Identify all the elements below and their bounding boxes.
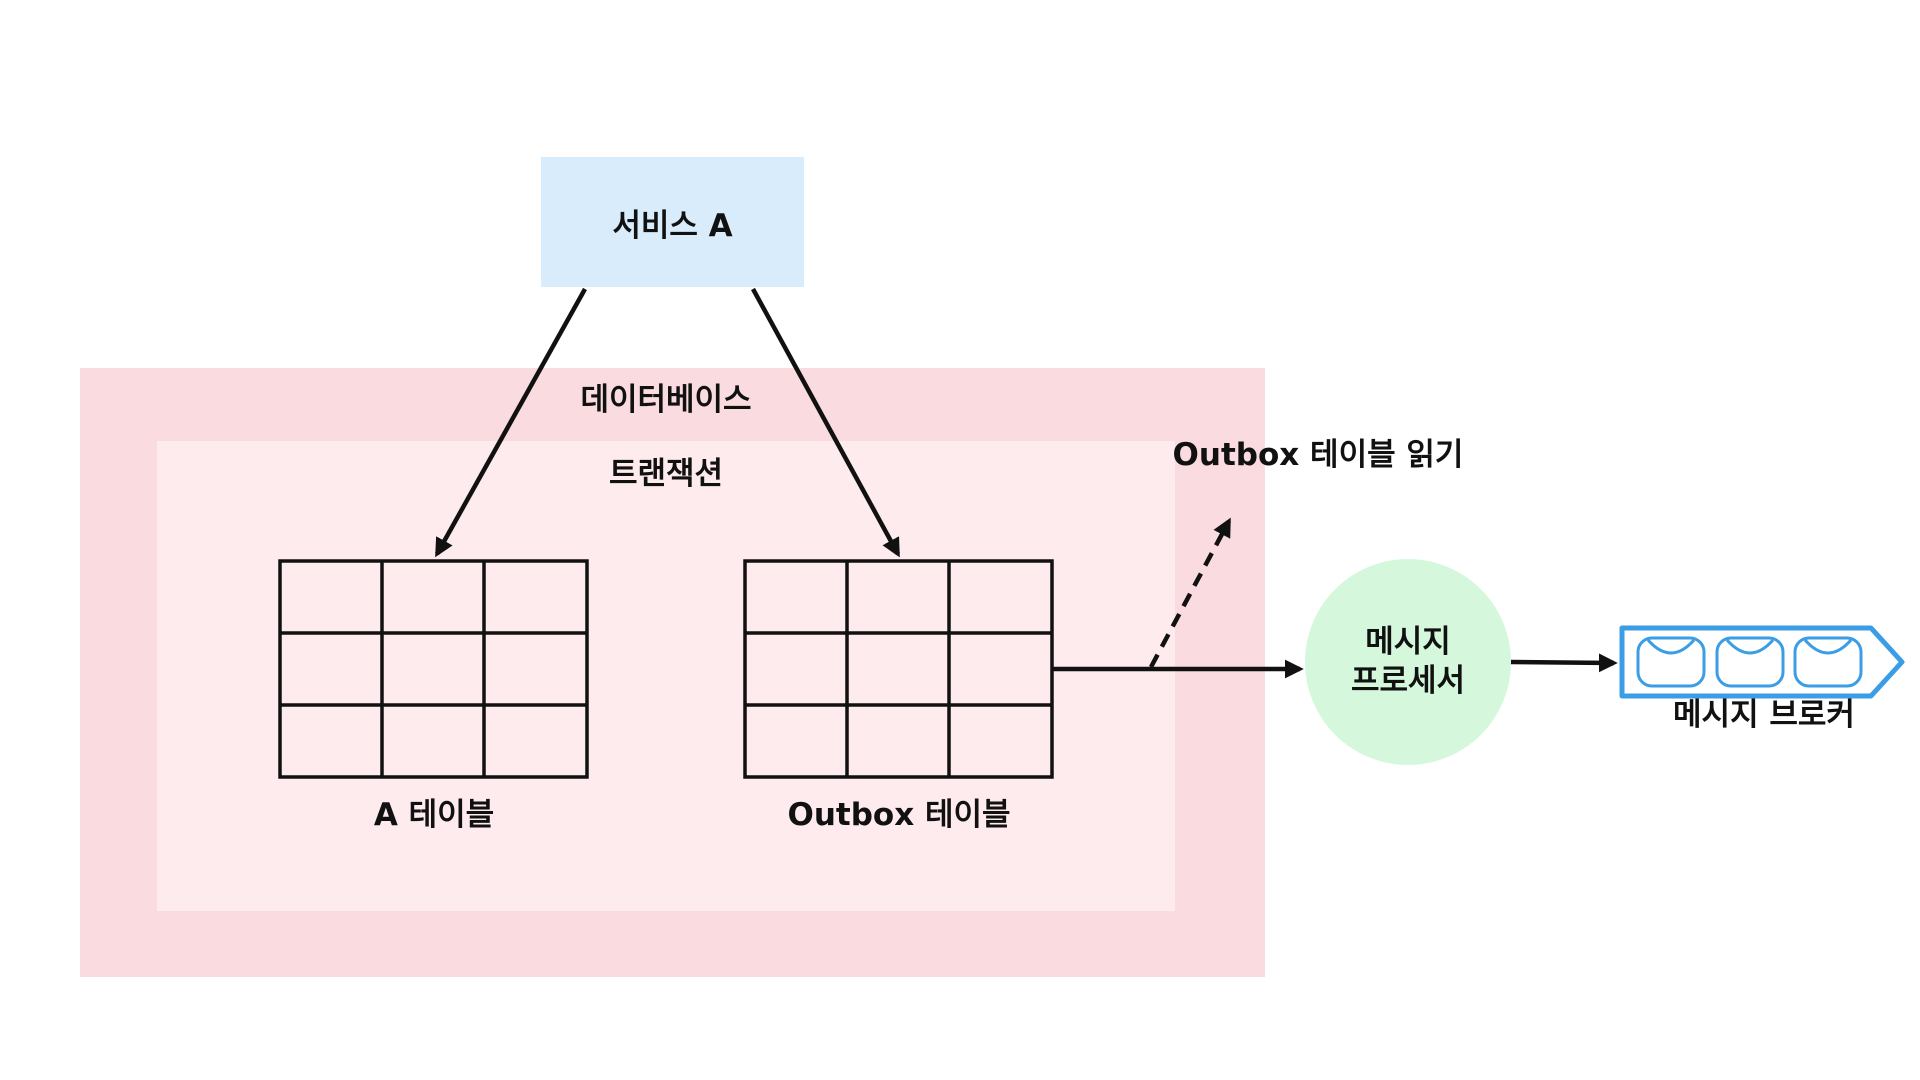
message-broker-label: 메시지 브로커 (1673, 697, 1855, 733)
arrow-processor-to-broker (1510, 653, 1618, 673)
arrow-service-to-outbox-table (751, 287, 900, 558)
processor-label-line1: 메시지 (1365, 624, 1451, 661)
message-broker-icon (1619, 625, 1905, 699)
arrow-service-to-a-table (435, 287, 587, 558)
database-label: 데이터베이스 (580, 382, 752, 418)
message-processor-node: 메시지 프로세서 (1305, 559, 1511, 765)
dashed-arrow-read-outbox (1149, 517, 1231, 669)
a-table-grid (278, 559, 589, 779)
outbox-table-label: Outbox 테이블 (787, 797, 1011, 833)
service-a-label: 서비스 A (612, 207, 733, 244)
processor-label-line2: 프로세서 (1350, 663, 1466, 699)
transaction-box (157, 441, 1175, 911)
read-outbox-label: Outbox 테이블 읽기 (1172, 437, 1464, 473)
service-a-box: 서비스 A (541, 157, 804, 287)
a-table-label: A 테이블 (373, 797, 495, 833)
transaction-label: 트랜잭션 (608, 456, 724, 492)
outbox-table-grid (743, 559, 1054, 779)
